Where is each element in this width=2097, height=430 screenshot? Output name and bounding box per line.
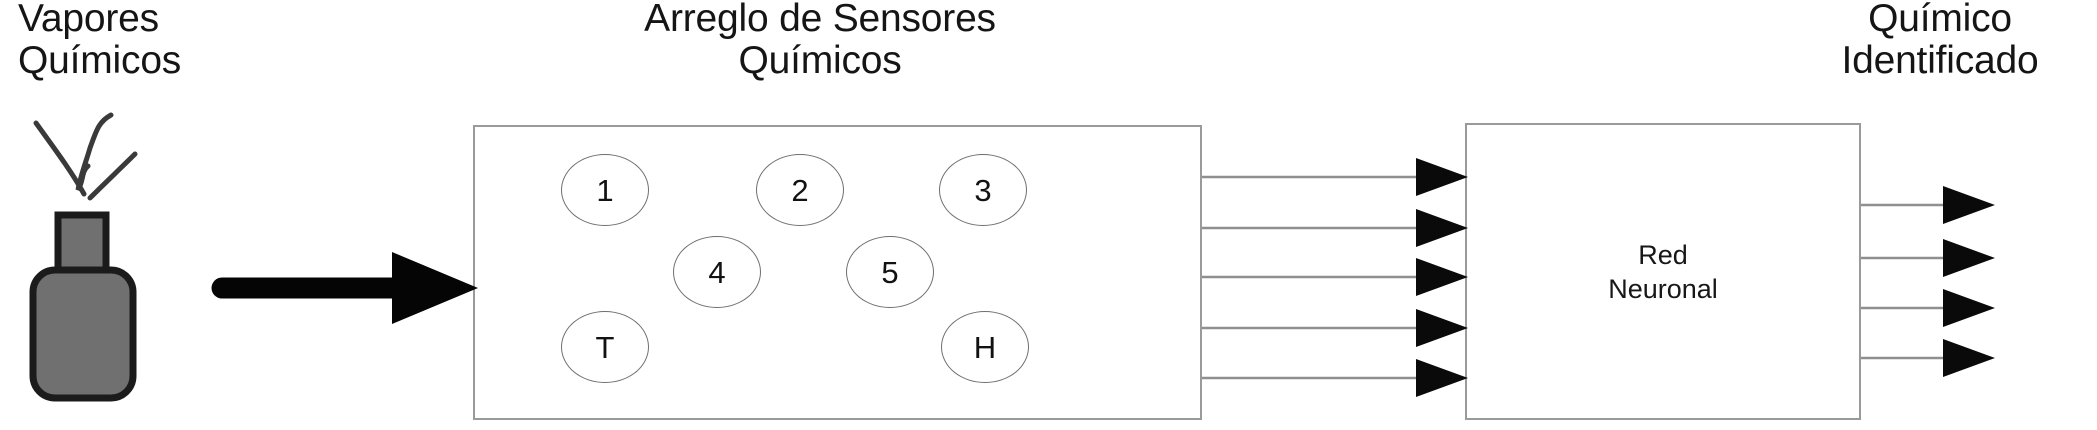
sensor-node-label: 3 — [974, 172, 992, 208]
sensor-node-h[interactable]: H — [941, 311, 1029, 383]
output-arrow-head-1 — [1943, 239, 1995, 277]
output-arrow-head-3 — [1943, 339, 1995, 377]
sensor-to-network-arrow-group — [1202, 158, 1468, 397]
signal-arrow-head-4 — [1416, 359, 1468, 397]
network-output-arrow-group — [1861, 186, 1995, 377]
input-arrow-group — [211, 252, 478, 324]
output-arrow-head-0 — [1943, 186, 1995, 224]
signal-arrow-head-0 — [1416, 158, 1468, 196]
sensor-node-2[interactable]: 2 — [756, 154, 844, 226]
sensor-node-label: 2 — [791, 172, 809, 208]
vapor-lines-icon — [33, 112, 138, 201]
neural-network-label: Red Neuronal — [1608, 239, 1718, 304]
sensor-node-label: 4 — [708, 254, 726, 290]
sensor-node-label: 1 — [596, 172, 614, 208]
sensor-node-1[interactable]: 1 — [561, 154, 649, 226]
title-identified-chemical: Químico Identificado — [1841, 0, 2039, 82]
output-arrow-head-2 — [1943, 289, 1995, 327]
sensor-node-3[interactable]: 3 — [939, 154, 1027, 226]
sensor-node-4[interactable]: 4 — [673, 236, 761, 308]
title-chemical-sensor-array: Arreglo de Sensores Químicos — [644, 0, 996, 82]
neural-network-box: Red Neuronal — [1465, 123, 1861, 420]
signal-arrow-head-1 — [1416, 209, 1468, 247]
sensor-node-label: H — [973, 329, 997, 365]
title-chemical-vapors: Vapores Químicos — [18, 0, 182, 82]
signal-arrow-head-3 — [1416, 309, 1468, 347]
signal-arrow-head-2 — [1416, 258, 1468, 296]
sensor-node-label: T — [595, 329, 615, 365]
input-arrow-head — [392, 252, 478, 324]
sensor-node-label: 5 — [881, 254, 899, 290]
chemical-vapor-bottle-icon — [18, 110, 158, 410]
sensor-node-5[interactable]: 5 — [846, 236, 934, 308]
sensor-node-t[interactable]: T — [561, 311, 649, 383]
